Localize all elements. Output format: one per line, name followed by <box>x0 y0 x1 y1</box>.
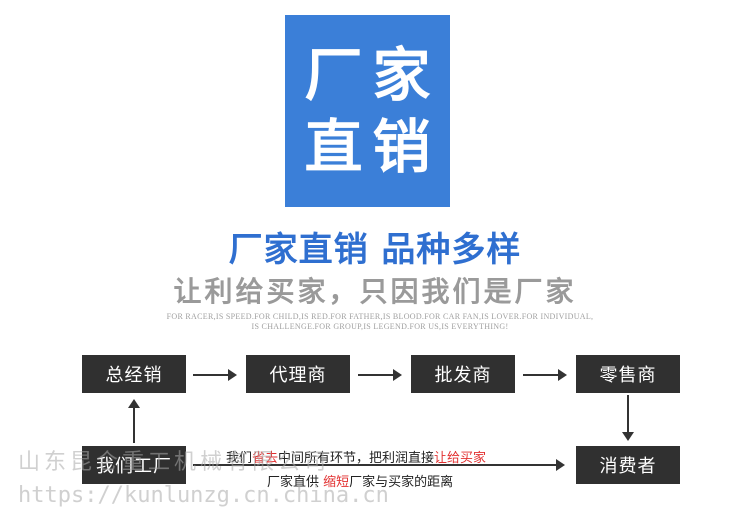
node-distributor: 总经销 <box>82 355 186 393</box>
tagline-line-1: FOR RACER,IS SPEED.FOR CHILD,IS RED.FOR … <box>166 312 594 321</box>
arrow-factory-to-distributor <box>128 399 140 443</box>
note2-part3: 厂家与买家的距离 <box>349 475 454 490</box>
arrow-wholesaler-to-retailer <box>523 369 567 381</box>
note1-part2: 省去 <box>252 451 279 466</box>
node-consumer: 消费者 <box>576 446 680 484</box>
tagline-line-2: IS CHALLENGE.FOR GROUP,IS LEGEND.FOR US,… <box>251 322 509 331</box>
arrow-agent-to-wholesaler <box>358 369 402 381</box>
arrow-factory-to-consumer <box>193 459 565 471</box>
note1-part3: 中间所有环节，把利润直接 <box>278 451 435 466</box>
tagline: FOR RACER,IS SPEED.FOR CHILD,IS RED.FOR … <box>150 312 610 332</box>
arrow-retailer-to-consumer <box>622 395 634 441</box>
headline: 厂家直销 品种多样 <box>228 230 522 270</box>
note1-part4: 让给买家 <box>434 451 487 466</box>
watermark-company: 山东昆仑重工机械有限公司 <box>18 450 331 475</box>
note2-part1: 厂家直供 <box>267 475 324 490</box>
logo-line-2: 直销 <box>304 113 441 181</box>
factory-direct-logo: 厂家 直销 <box>285 15 450 207</box>
flow-note-2: 厂家直供 缩短厂家与买家的距离 <box>267 471 453 490</box>
node-factory: 我们工厂 <box>82 446 186 484</box>
logo-line-1: 厂家 <box>304 41 441 109</box>
arrow-distributor-to-agent <box>193 369 237 381</box>
watermark-url: https://kunlunzg.cn.china.cn <box>18 483 389 508</box>
flow-note-1: 我们省去中间所有环节，把利润直接让给买家 <box>226 447 486 466</box>
node-agent: 代理商 <box>246 355 350 393</box>
node-wholesaler: 批发商 <box>411 355 515 393</box>
node-retailer: 零售商 <box>576 355 680 393</box>
subheadline: 让利给买家，只因我们是厂家 <box>173 275 577 308</box>
note2-part2: 缩短 <box>323 475 350 490</box>
note1-part1: 我们 <box>226 451 253 466</box>
